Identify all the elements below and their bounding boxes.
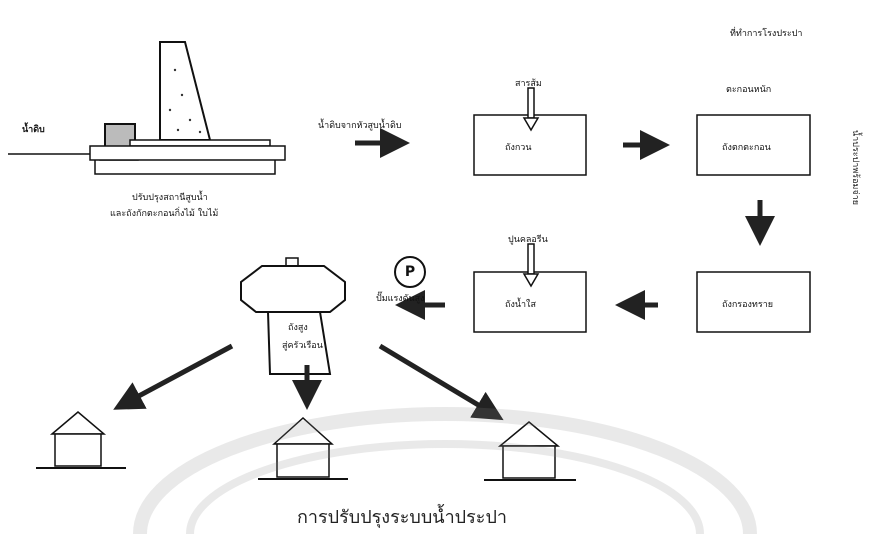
water-tower [240,257,346,375]
intake-structure [8,41,286,175]
intake-pipe [129,139,271,147]
pump-icon: P [394,256,426,288]
plant-office-label: ที่ทำการโรงประปา [730,29,803,39]
treated-water-label: น้ำประปาพร้อมจ่าย [850,130,860,206]
filter-tank-label: ถังกรองทราย [722,300,774,310]
alum-label: สารส้ม [515,79,542,89]
diagram-caption: การปรับปรุงระบบน้ำประปา [297,507,507,528]
chemical-feed-1 [522,87,540,132]
dam-wall [159,41,212,141]
intake-platform [89,145,286,161]
house-left [36,411,126,469]
arrow-to-house-left [113,343,234,410]
arrow-to-house-right [378,343,504,421]
clear-tank-label: ถังน้ำใส [505,300,536,310]
sediment-header-label: ตะกอนหนัก [726,85,772,95]
tower-label: สู่ครัวเรือน [282,341,323,351]
raw-to-mix-label: น้ำดิบจากหัวสูบน้ำดิบ [318,121,402,131]
intake-label-line1: ปรับปรุงสถานีสูบน้ำ [132,193,208,203]
sediment-tank [696,114,811,176]
chemical-feed-2 [522,243,540,288]
filter-tank [696,271,811,333]
sediment-tank-label: ถังตกตะกอน [722,143,771,153]
intake-label-line2: และถังกักตะกอนกิ่งไม้ ใบไม้ [110,209,219,219]
tower-tank-label: ถังสูง [288,323,308,333]
house-center [258,416,348,480]
pump-label: ปั๊มแรงดันสูง [376,294,425,304]
chlorine-label: ปูนคลอรีน [508,235,548,245]
mix-tank-label: ถังกวน [505,143,532,153]
raw-water-label: น้ำดิบ [22,125,45,135]
watermark [133,407,757,534]
house-right [484,421,576,481]
